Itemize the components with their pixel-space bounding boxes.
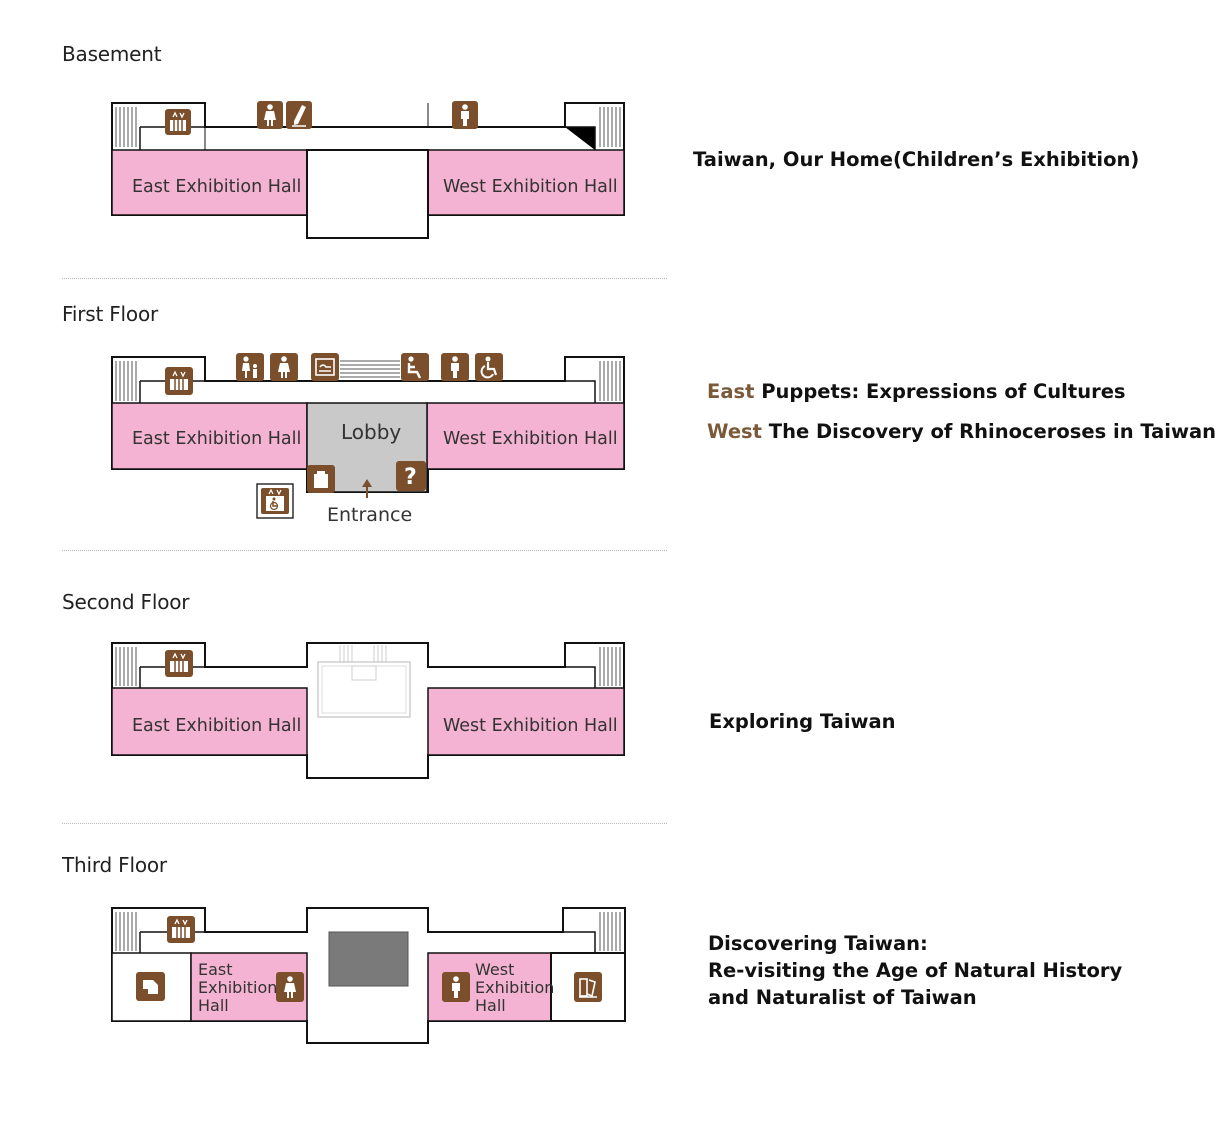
floor-plan-second: East Exhibition Hall West Exhibition Hal…	[111, 642, 625, 779]
west-hall-label: West Exhibition Hall	[443, 429, 618, 449]
east-exhibition-hall[interactable]	[111, 402, 308, 470]
central-block	[328, 931, 409, 987]
restroom-men-icon	[441, 353, 469, 381]
first-floor-west-exhibition: West The Discovery of Rhinoceroses in Ta…	[707, 418, 1216, 445]
lobby-label: Lobby	[341, 420, 401, 444]
east-exhibition-hall[interactable]	[111, 149, 308, 216]
locker-icon[interactable]	[307, 465, 335, 493]
east-exhibition-title: Puppets: Expressions of Cultures	[761, 380, 1126, 403]
elevator-icon	[167, 916, 195, 943]
east-hall-label: East Exhibition Hall	[132, 716, 301, 736]
floor-plan-basement: East Exhibition Hall West Exhibition Hal…	[111, 101, 625, 239]
floor-title-basement: Basement	[62, 42, 162, 66]
west-exhibition-hall[interactable]	[426, 402, 625, 470]
west-hall-label: West Exhibition Hall	[443, 177, 618, 197]
third-floor-exhibition: Discovering Taiwan: Re-visiting the Age …	[708, 930, 1122, 1011]
floor-title-second: Second Floor	[62, 590, 190, 614]
elevator-icon	[165, 109, 191, 135]
east-hall-label: East Exhibition Hall	[132, 177, 301, 197]
information-icon[interactable]: ?	[396, 461, 426, 491]
restroom-men-icon	[442, 972, 470, 1002]
restroom-women-icon	[270, 353, 298, 381]
west-exhibition-title: The Discovery of Rhinoceroses in Taiwan	[768, 420, 1217, 443]
family-restroom-icon	[236, 353, 264, 381]
stairs-east	[115, 107, 137, 147]
floor-plan-first: East Exhibition Hall West Exhibition Hal…	[111, 353, 625, 526]
floor-title-third: Third Floor	[62, 853, 167, 877]
west-hall-label: West Exhibition Hall	[443, 716, 618, 736]
third-floor-exhibition-line-1: Discovering Taiwan:	[708, 932, 928, 955]
west-exhibition-hall[interactable]	[427, 149, 625, 216]
accessible-icon	[475, 353, 503, 381]
souvenir-shop-icon	[136, 972, 165, 1001]
craft-icon	[286, 101, 312, 129]
restroom-women-icon	[257, 101, 283, 129]
nursing-room-icon	[311, 353, 339, 381]
third-floor-exhibition-line-2: Re-visiting the Age of Natural History	[708, 959, 1123, 982]
floor-title-first: First Floor	[62, 302, 159, 326]
divider-3	[62, 823, 667, 824]
basement-exhibition: Taiwan, Our Home(Children’s Exhibition)	[693, 148, 1140, 171]
third-floor-exhibition-line-3: and Naturalist of Taiwan	[708, 986, 977, 1009]
second-floor-exhibition: Exploring Taiwan	[709, 710, 896, 733]
west-tag: West	[707, 420, 762, 443]
east-hall-label: East Exhibition Hall	[198, 960, 283, 1015]
atrium-void	[317, 661, 411, 718]
west-exhibition-hall[interactable]	[427, 687, 625, 756]
accessible-restroom-icon	[401, 353, 429, 381]
elevator-icon	[165, 650, 193, 677]
restroom-women-icon	[276, 972, 304, 1002]
first-floor-east-exhibition: East Puppets: Expressions of Cultures	[707, 378, 1126, 405]
divider-1	[62, 278, 667, 279]
east-exhibition-hall[interactable]	[111, 687, 308, 756]
west-hall-label: West Exhibition Hall	[475, 960, 560, 1015]
east-tag: East	[707, 380, 755, 403]
elevator-icon	[165, 367, 193, 395]
stairs-west	[599, 107, 621, 147]
accessible-elevator-icon[interactable]	[256, 483, 294, 519]
east-hall-label: East Exhibition Hall	[132, 429, 301, 449]
restroom-men-icon	[452, 101, 478, 129]
svg-text:?: ?	[404, 465, 417, 490]
library-icon	[574, 972, 602, 1002]
library-room[interactable]	[550, 952, 626, 1022]
floor-plan-third: East Exhibition Hall West Exhibition Hal…	[111, 907, 626, 1044]
divider-2	[62, 550, 667, 551]
entrance-label: Entrance	[327, 504, 412, 526]
